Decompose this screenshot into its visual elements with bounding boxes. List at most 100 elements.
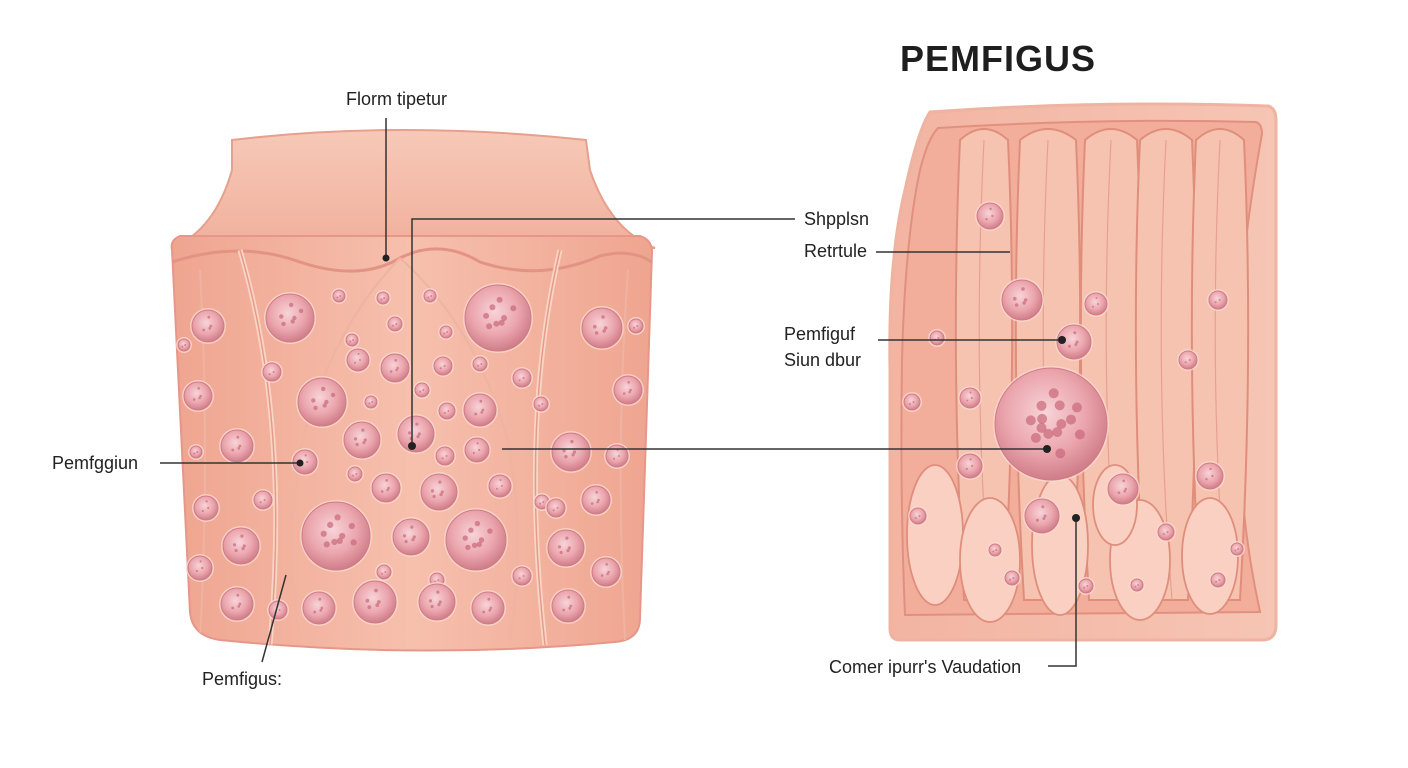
leader-dot-florm (382, 254, 390, 262)
cyst (590, 556, 622, 588)
cyst (219, 428, 255, 464)
cyst (532, 395, 550, 413)
cyst (422, 288, 438, 304)
cyst (1156, 522, 1176, 542)
cyst (344, 332, 360, 348)
cyst (604, 443, 630, 469)
cyst (345, 347, 371, 373)
cyst (902, 392, 922, 412)
cyst (190, 308, 226, 344)
cyst (993, 366, 1109, 482)
cyst (419, 472, 459, 512)
label-siun-dbur: Siun dbur (784, 350, 862, 370)
leader-dot-pemfiguf (1058, 336, 1066, 344)
left-cyst-group (176, 283, 645, 626)
cyst (188, 444, 204, 460)
cyst (182, 380, 214, 412)
cyst (463, 436, 491, 464)
cyst (546, 528, 586, 568)
cyst (627, 317, 645, 335)
cyst (956, 452, 984, 480)
pod (1031, 474, 1089, 616)
cyst (1209, 571, 1227, 589)
cyst (1077, 577, 1095, 595)
cyst (267, 599, 289, 621)
cyst (1207, 289, 1229, 311)
cyst (264, 292, 316, 344)
cyst (462, 392, 498, 428)
cyst (1106, 472, 1140, 506)
cyst (396, 414, 436, 454)
cyst (487, 473, 513, 499)
cyst (252, 489, 274, 511)
leader-shpplsn (411, 218, 795, 446)
cyst (176, 337, 192, 353)
cyst (1003, 569, 1021, 587)
cyst (221, 526, 261, 566)
cyst (331, 288, 347, 304)
cyst (470, 590, 506, 626)
leader-pemfigus-bottom (261, 574, 287, 663)
leader-comer (1048, 518, 1077, 667)
cyst (580, 306, 624, 350)
leader-dot-shpplsn (408, 442, 416, 450)
cyst (545, 497, 567, 519)
cyst (352, 579, 398, 625)
cyst (379, 352, 411, 384)
label-retrtule: Retrtule (804, 241, 868, 261)
leader-dot-center (1043, 445, 1051, 453)
cyst (370, 472, 402, 504)
left-tissue-block (170, 129, 656, 652)
cyst (511, 565, 533, 587)
cyst (580, 484, 612, 516)
label-pemfiguf: Pemfiguf (784, 324, 856, 344)
label-pemfigus-bottom: Pemfigus: (202, 669, 283, 689)
cyst (444, 508, 508, 572)
cyst (471, 355, 489, 373)
cyst (186, 554, 214, 582)
cyst (301, 590, 337, 626)
cyst (511, 367, 533, 389)
cyst (291, 448, 319, 476)
cyst (432, 355, 454, 377)
cyst (261, 361, 283, 383)
cyst (363, 394, 379, 410)
cyst (1195, 461, 1225, 491)
cyst (1177, 349, 1199, 371)
cyst (550, 588, 586, 624)
cyst (928, 329, 946, 347)
pod (959, 497, 1021, 623)
cyst (438, 324, 454, 340)
cyst (434, 445, 456, 467)
cyst (463, 283, 533, 353)
cyst (219, 586, 255, 622)
cyst (1083, 291, 1109, 317)
cyst (296, 376, 348, 428)
cyst (987, 542, 1003, 558)
cyst (1229, 541, 1245, 557)
cyst (386, 315, 404, 333)
cyst (908, 506, 928, 526)
right-tissue-section (888, 102, 1278, 642)
cyst (1055, 323, 1093, 361)
cyst (342, 420, 382, 460)
label-comer-vaudation: Comer ipurr's Vaudation (829, 657, 1022, 677)
cyst (417, 582, 457, 622)
right-cyst-group (902, 201, 1245, 595)
cyst (300, 500, 372, 572)
label-florm-tipetur: Florm tipetur (346, 89, 448, 109)
leader-lines (160, 118, 1080, 667)
cyst (346, 465, 364, 483)
label-pemfggiun: Pemfggiun (52, 453, 139, 473)
cyst (1000, 278, 1044, 322)
label-shpplsn: Shpplsn (804, 209, 870, 229)
cyst (375, 290, 391, 306)
pod (1181, 497, 1239, 615)
leader-dot-comer (1072, 514, 1080, 522)
cyst (375, 563, 393, 581)
page-title: PEMFIGUS (900, 38, 1097, 79)
cyst (192, 494, 220, 522)
cyst (1023, 497, 1061, 535)
